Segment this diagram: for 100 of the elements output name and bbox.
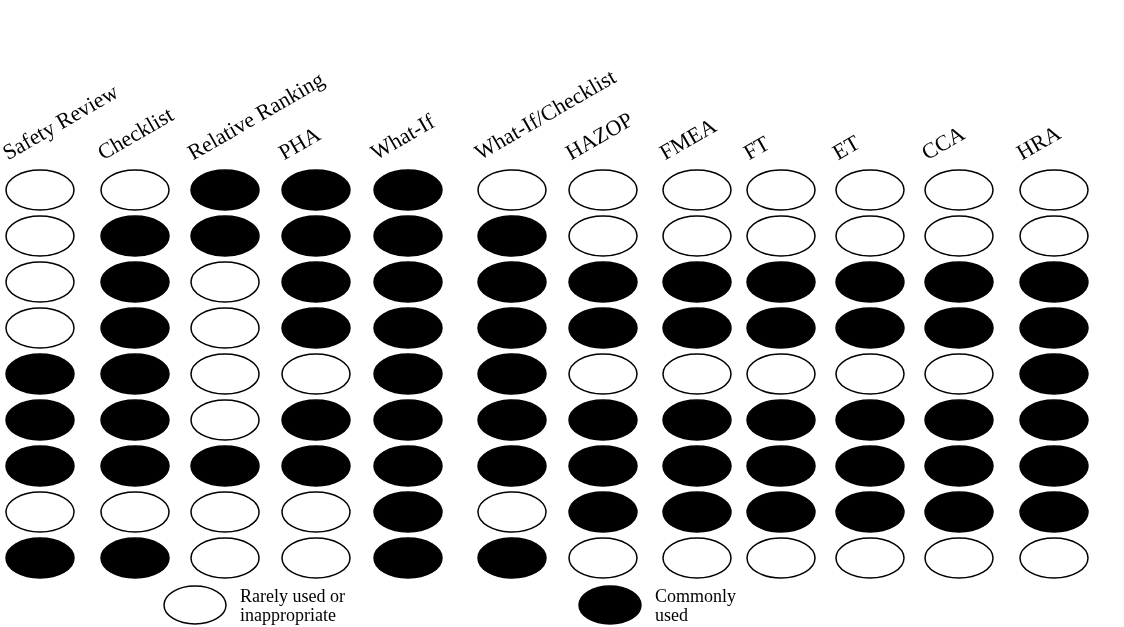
filled-ellipse <box>924 307 994 349</box>
filled-ellipse <box>924 399 994 441</box>
filled-ellipse <box>281 215 351 257</box>
filled-ellipse <box>190 215 260 257</box>
open-ellipse <box>190 307 260 349</box>
filled-ellipse <box>746 261 816 303</box>
filled-ellipse <box>477 261 547 303</box>
open-ellipse <box>5 491 75 533</box>
filled-ellipse <box>1019 445 1089 487</box>
filled-ellipse <box>662 445 732 487</box>
open-ellipse <box>746 169 816 211</box>
filled-ellipse <box>281 307 351 349</box>
filled-ellipse <box>568 491 638 533</box>
open-ellipse <box>1019 169 1089 211</box>
open-ellipse <box>835 353 905 395</box>
open-ellipse <box>835 169 905 211</box>
filled-ellipse <box>662 491 732 533</box>
filled-ellipse <box>100 307 170 349</box>
filled-ellipse <box>281 399 351 441</box>
filled-ellipse <box>835 491 905 533</box>
filled-ellipse <box>373 307 443 349</box>
filled-ellipse <box>373 215 443 257</box>
filled-ellipse <box>100 353 170 395</box>
filled-ellipse <box>835 261 905 303</box>
open-ellipse <box>281 353 351 395</box>
column-heading: ET <box>829 131 864 164</box>
open-ellipse <box>835 537 905 579</box>
filled-ellipse <box>281 261 351 303</box>
open-ellipse <box>190 537 260 579</box>
filled-ellipse <box>924 261 994 303</box>
column-heading: HRA <box>1013 121 1065 164</box>
open-ellipse <box>835 215 905 257</box>
open-ellipse <box>5 215 75 257</box>
filled-ellipse <box>477 399 547 441</box>
filled-ellipse <box>662 261 732 303</box>
open-ellipse <box>5 261 75 303</box>
column-heading: PHA <box>275 122 325 164</box>
filled-ellipse <box>1019 353 1089 395</box>
filled-ellipse <box>746 307 816 349</box>
filled-ellipse <box>924 491 994 533</box>
open-ellipse <box>662 353 732 395</box>
open-ellipse <box>281 537 351 579</box>
open-ellipse <box>746 537 816 579</box>
open-ellipse <box>568 537 638 579</box>
legend-label: Rarely used or inappropriate <box>240 587 346 625</box>
open-ellipse <box>568 215 638 257</box>
filled-ellipse <box>568 261 638 303</box>
filled-ellipse <box>100 399 170 441</box>
open-ellipse <box>1019 215 1089 257</box>
filled-ellipse <box>373 353 443 395</box>
filled-ellipse <box>190 169 260 211</box>
open-ellipse <box>100 491 170 533</box>
open-ellipse <box>662 169 732 211</box>
open-ellipse <box>281 491 351 533</box>
filled-ellipse <box>100 215 170 257</box>
open-ellipse <box>100 169 170 211</box>
filled-ellipse <box>662 399 732 441</box>
filled-ellipse <box>924 445 994 487</box>
filled-ellipse <box>835 445 905 487</box>
filled-ellipse <box>373 169 443 211</box>
filled-ellipse <box>1019 491 1089 533</box>
filled-ellipse <box>662 307 732 349</box>
column-heading: CCA <box>918 122 969 164</box>
filled-ellipse <box>373 399 443 441</box>
open-ellipse <box>924 215 994 257</box>
open-ellipse <box>746 353 816 395</box>
open-ellipse <box>1019 537 1089 579</box>
filled-ellipse <box>1019 261 1089 303</box>
filled-ellipse <box>477 445 547 487</box>
filled-ellipse <box>100 445 170 487</box>
open-ellipse <box>190 353 260 395</box>
open-ellipse <box>662 537 732 579</box>
filled-ellipse <box>5 537 75 579</box>
open-ellipse <box>190 261 260 303</box>
filled-ellipse <box>100 537 170 579</box>
filled-ellipse <box>835 399 905 441</box>
open-ellipse <box>190 491 260 533</box>
filled-ellipse <box>568 307 638 349</box>
filled-ellipse <box>5 353 75 395</box>
filled-ellipse <box>746 491 816 533</box>
filled-ellipse <box>746 445 816 487</box>
open-ellipse <box>477 491 547 533</box>
open-ellipse <box>477 169 547 211</box>
filled-ellipse <box>373 261 443 303</box>
filled-ellipse <box>281 169 351 211</box>
filled-ellipse <box>190 445 260 487</box>
filled-ellipse <box>1019 307 1089 349</box>
filled-ellipse <box>477 307 547 349</box>
filled-ellipse <box>373 537 443 579</box>
filled-ellipse <box>477 353 547 395</box>
open-ellipse <box>568 353 638 395</box>
open-ellipse <box>924 353 994 395</box>
column-heading: FT <box>740 132 774 164</box>
open-ellipse <box>5 307 75 349</box>
open-ellipse <box>190 399 260 441</box>
open-ellipse <box>924 169 994 211</box>
open-ellipse <box>662 215 732 257</box>
filled-ellipse <box>568 399 638 441</box>
filled-ellipse <box>477 537 547 579</box>
filled-ellipse <box>1019 399 1089 441</box>
